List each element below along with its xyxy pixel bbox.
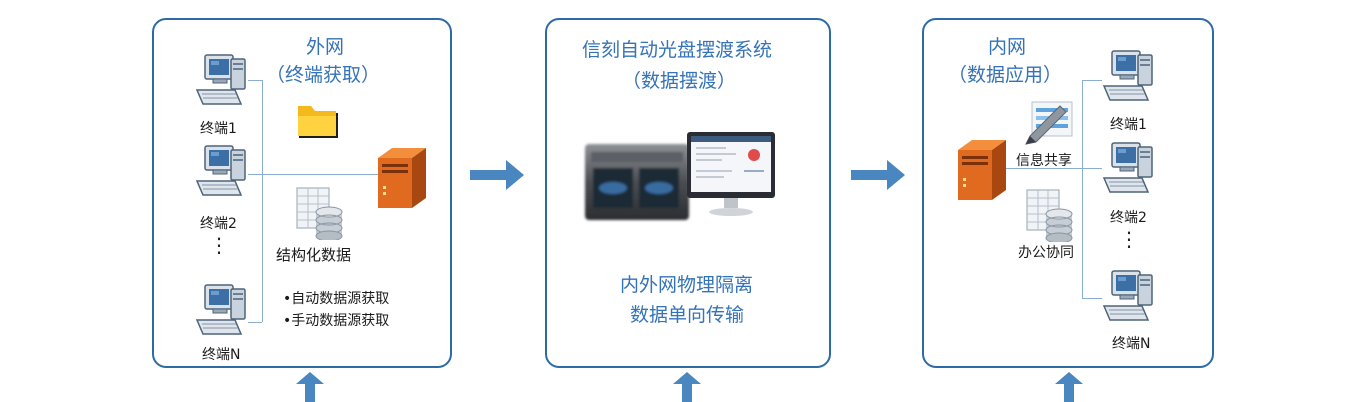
computer-icon [1100, 268, 1160, 328]
ferry-line-oneway: 数据单向传输 [630, 304, 745, 326]
arrow-right-icon [470, 160, 524, 190]
outer-ellipsis: ⋮ [209, 233, 229, 257]
info-share-label: 信息共享 [1016, 153, 1072, 169]
outer-terminal-1: 终端1 [200, 121, 237, 137]
computer-icon [193, 52, 253, 112]
computer-icon [193, 282, 253, 342]
disc-ferry-machine-icon [585, 144, 689, 220]
outer-h-line-3 [248, 322, 262, 323]
share-pen-icon [1025, 101, 1073, 145]
outer-h-line-2 [248, 174, 378, 175]
bullet-manual: •手动数据源获取 [283, 313, 390, 329]
inner-h-line-2 [1000, 168, 1102, 169]
structured-data-label: 结构化数据 [276, 246, 352, 264]
outer-h-line-1 [248, 80, 262, 81]
folder-icon [298, 106, 338, 138]
inner-subtitle: （数据应用） [948, 64, 1063, 86]
inner-h-line-3 [1082, 298, 1102, 299]
database-icon [294, 186, 344, 240]
server-icon [372, 146, 428, 210]
outer-subtitle: （终端获取） [266, 64, 381, 86]
outer-title: 外网 [306, 36, 345, 58]
inner-network-panel [922, 18, 1214, 368]
inner-terminal-1: 终端1 [1110, 117, 1147, 133]
computer-icon [193, 143, 253, 203]
inner-terminal-n: 终端N [1112, 336, 1151, 352]
office-collab-label: 办公协同 [1018, 245, 1074, 261]
outer-terminal-2: 终端2 [200, 216, 237, 232]
computer-icon [1100, 48, 1160, 108]
ferry-subtitle: （数据摆渡） [622, 70, 737, 92]
inner-title: 内网 [988, 36, 1027, 58]
arrow-updown-icon [673, 372, 701, 402]
inner-terminal-2: 终端2 [1110, 210, 1147, 226]
arrow-updown-icon [1055, 372, 1083, 402]
inner-vertical-line [1082, 80, 1083, 298]
bullet-auto: •自动数据源获取 [283, 291, 390, 307]
inner-ellipsis: ⋮ [1119, 227, 1139, 251]
computer-icon [1100, 140, 1160, 200]
ferry-line-isolation: 内外网物理隔离 [620, 274, 754, 296]
arrow-right-icon [851, 160, 905, 190]
inner-h-line-1 [1082, 80, 1102, 81]
outer-vertical-line [262, 80, 263, 322]
arrow-updown-icon [296, 372, 324, 402]
server-icon [952, 138, 1008, 202]
database-icon [1024, 188, 1074, 242]
ferry-title: 信刻自动光盘摆渡系统 [582, 39, 773, 61]
monitor-icon [687, 132, 775, 216]
outer-terminal-n: 终端N [202, 347, 241, 363]
